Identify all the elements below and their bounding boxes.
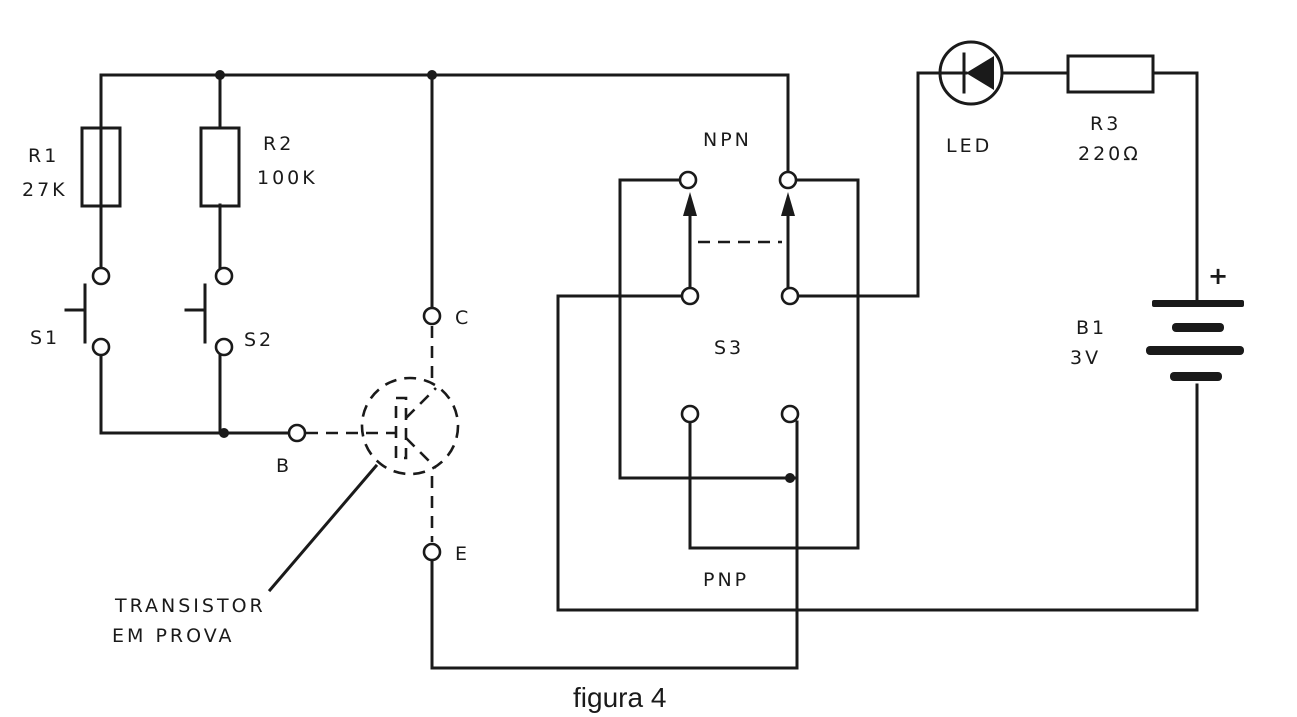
terminal-s3-1 [678,170,698,190]
wire-r3-battery [1151,71,1199,305]
label-r1-name: R1 [28,145,59,167]
transistor-emitter-line [405,437,437,469]
junction-top-c [427,70,437,80]
transistor-pointer-line [267,463,379,593]
label-terminal-c: C [455,307,471,329]
terminal-s2-bottom [214,337,234,357]
label-b1-value: 3V [1070,347,1101,369]
resistor-r1 [80,126,122,208]
wire-s3-left-frame [618,178,799,480]
terminal-s1-top [91,266,111,286]
label-s3: S3 [714,337,744,359]
label-pnp: PNP [703,569,749,591]
wire-s3-right-frame [688,178,860,550]
wire-top-rail [99,73,790,207]
junction-top-r2 [215,70,225,80]
resistor-r2 [199,126,241,208]
terminal-b [287,423,307,443]
junctions [215,70,795,483]
terminal-s3-4 [780,286,800,306]
pushbutton-s2 [184,283,207,344]
label-battery-plus: + [1208,262,1231,290]
terminal-s3-6 [780,404,800,424]
dashed-lines [306,240,782,542]
label-s1: S1 [30,327,60,349]
battery-icon [1146,300,1244,381]
terminal-c [422,306,442,326]
terminal-s2-top [214,266,234,286]
wires [99,71,1199,670]
label-npn: NPN [703,129,752,151]
label-r2-name: R2 [263,133,294,155]
label-b1-name: B1 [1076,317,1107,339]
label-terminal-b: B [276,455,292,477]
label-transistor-line1: TRANSISTOR [114,595,266,617]
wire-e-s3 [430,420,799,670]
label-r2-value: 100K [257,167,318,189]
terminal-s3-2 [778,170,798,190]
terminal-s3-3 [680,286,700,306]
label-terminal-e: E [455,543,470,565]
terminal-s3-5 [680,404,700,424]
label-r1-value: 27K [22,179,68,201]
label-s2: S2 [244,329,274,351]
s3-arrow-left [683,192,697,216]
wire-s1-bottom [99,354,290,435]
transistor-circle [360,376,460,476]
pushbutton-s1 [64,283,87,344]
terminal-e [422,542,442,562]
label-r3-name: R3 [1090,113,1121,135]
terminal-s1-bottom [91,337,111,357]
label-transistor-line2: EM PROVA [112,625,235,647]
transistor-collector-line [405,387,437,419]
label-r3-value: 220Ω [1078,143,1141,165]
figure-caption: figura 4 [573,682,666,713]
junction-s3 [785,473,795,483]
terminals [91,170,800,562]
junction-base [219,428,229,438]
wire-s3-led [796,71,942,298]
resistor-r3 [1066,54,1155,94]
s3-arrow-right [781,192,795,216]
label-led: LED [946,135,992,157]
wire-outer-loop [556,294,1199,612]
led-icon [938,40,1004,106]
transistor-base-bar [394,396,408,460]
